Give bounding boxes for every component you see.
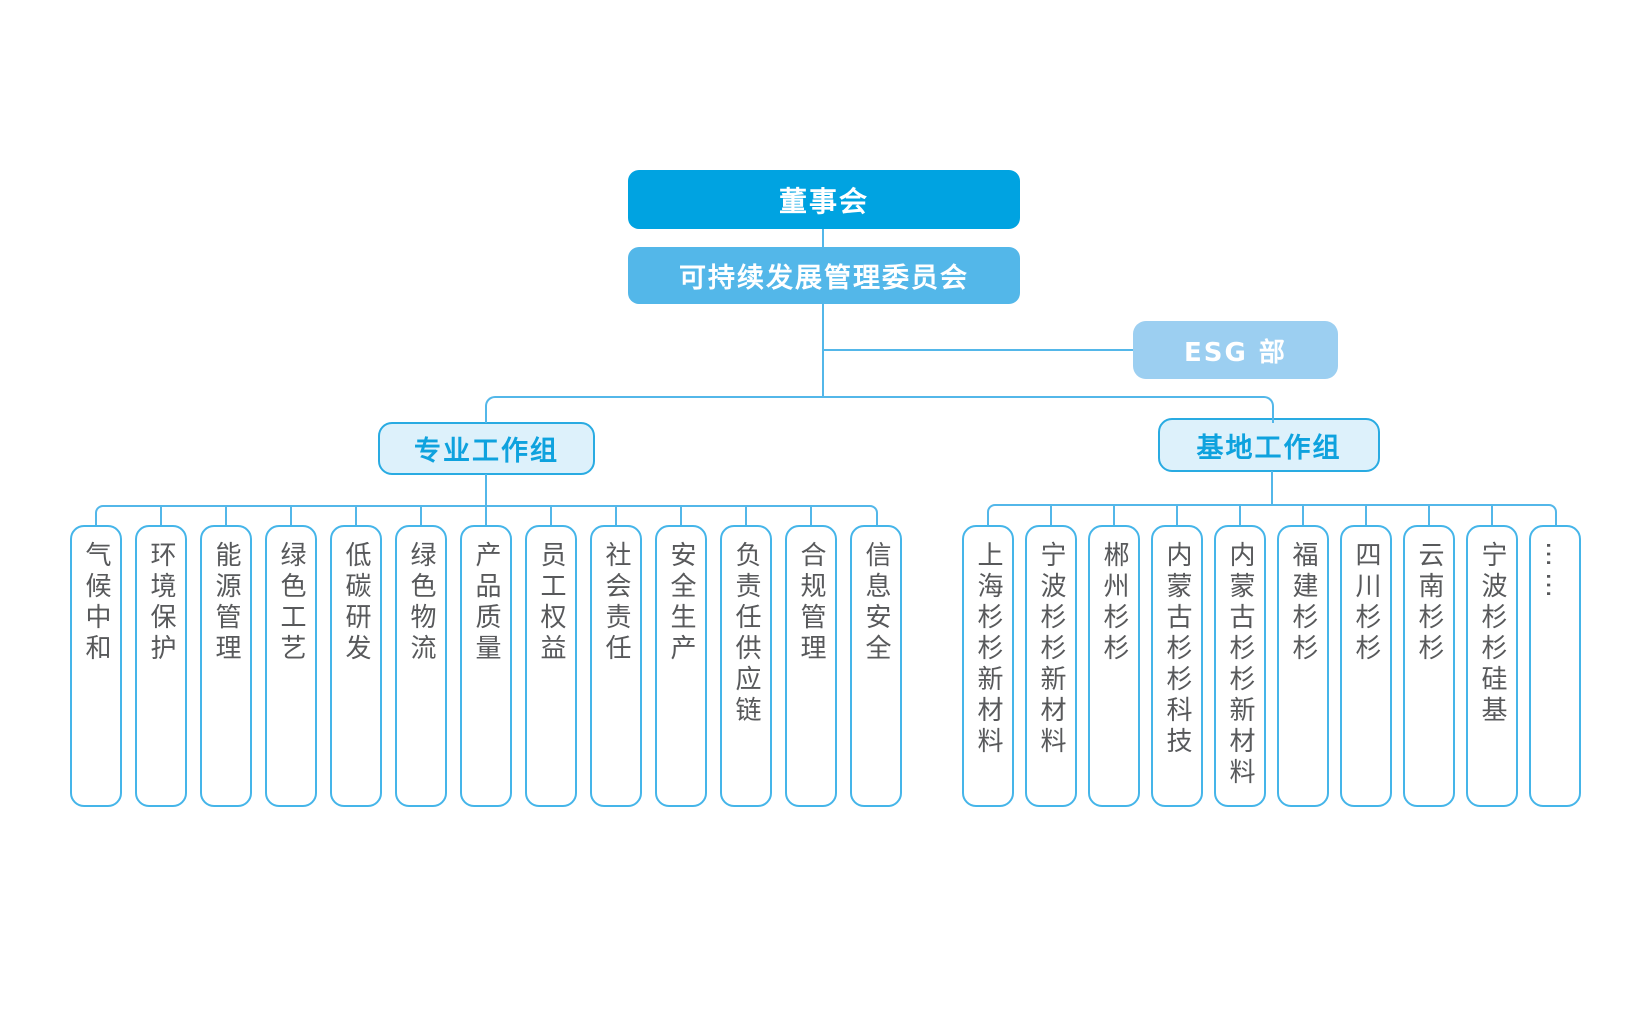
- dept-label: 安全生产: [666, 541, 696, 665]
- dept-column-low-carbon-rd: 低碳研发: [330, 525, 382, 807]
- connector-stub: [1176, 504, 1178, 525]
- base-label: 郴州杉杉: [1099, 541, 1129, 665]
- base-working-group-label: 基地工作组: [1196, 432, 1342, 464]
- connector-stub: [1050, 504, 1052, 525]
- dept-label: 能源管理: [211, 541, 241, 665]
- connector-stub: [1302, 504, 1304, 525]
- dept-label: 环境保护: [146, 541, 176, 665]
- ellipsis-label: ……: [1540, 541, 1570, 603]
- connector-base-stem: [1271, 471, 1273, 505]
- board-of-directors-label: 董事会: [778, 184, 869, 218]
- base-column-neimenggu-technology: 内蒙古杉杉科技: [1151, 525, 1203, 807]
- base-label: 宁波杉杉新材料: [1036, 541, 1066, 758]
- connector-stub: [550, 505, 552, 525]
- dept-label: 信息安全: [861, 541, 891, 665]
- dept-column-green-process: 绿色工艺: [265, 525, 317, 807]
- professional-working-group-label: 专业工作组: [414, 436, 559, 467]
- dept-column-responsible-supply-chain: 负责任供应链: [720, 525, 772, 807]
- dept-label: 合规管理: [796, 541, 826, 665]
- dept-label: 绿色物流: [406, 541, 436, 665]
- connector-stub: [1365, 504, 1367, 525]
- esg-department-label: ESG 部: [1184, 337, 1287, 368]
- connector-stub: [615, 505, 617, 525]
- connector-right-children-bar: [987, 504, 1557, 526]
- dept-label: 产品质量: [471, 541, 501, 665]
- professional-working-group-box: 专业工作组: [378, 422, 595, 475]
- base-label: 内蒙古杉杉新材料: [1225, 541, 1255, 789]
- connector-stub: [160, 505, 162, 525]
- dept-label: 员工权益: [536, 541, 566, 665]
- dept-column-energy-management: 能源管理: [200, 525, 252, 807]
- connector-groups-bar: [485, 396, 1274, 423]
- dept-label: 负责任供应链: [731, 541, 761, 727]
- dept-column-environmental-protection: 环境保护: [135, 525, 187, 807]
- dept-label: 社会责任: [601, 541, 631, 665]
- dept-column-compliance-management: 合规管理: [785, 525, 837, 807]
- dept-column-green-logistics: 绿色物流: [395, 525, 447, 807]
- base-group-columns: 上海杉杉新材料 宁波杉杉新材料 郴州杉杉 内蒙古杉杉科技 内蒙古杉杉新材料 福建…: [962, 525, 1581, 807]
- connector-stub: [1491, 504, 1493, 525]
- dept-column-social-responsibility: 社会责任: [590, 525, 642, 807]
- professional-group-columns: 气候中和 环境保护 能源管理 绿色工艺 低碳研发 绿色物流 产品质量 员工权益 …: [70, 525, 902, 807]
- base-column-neimenggu-new-materials: 内蒙古杉杉新材料: [1214, 525, 1266, 807]
- connector-stub: [1428, 504, 1430, 525]
- sustainability-committee-box: 可持续发展管理委员会: [628, 247, 1020, 304]
- dept-label: 绿色工艺: [276, 541, 306, 665]
- base-label: 福建杉杉: [1288, 541, 1318, 665]
- base-label: 四川杉杉: [1351, 541, 1381, 665]
- base-column-yunnan-shanshan: 云南杉杉: [1403, 525, 1455, 807]
- connector-committee-stem: [822, 304, 824, 398]
- connector-stub: [1113, 504, 1115, 525]
- base-column-ningbo-shanshan: 宁波杉杉新材料: [1025, 525, 1077, 807]
- dept-label: 气候中和: [81, 541, 111, 665]
- dept-column-information-security: 信息安全: [850, 525, 902, 807]
- dept-column-climate-neutrality: 气候中和: [70, 525, 122, 807]
- connector-stub: [290, 505, 292, 525]
- connector-stub: [1239, 504, 1241, 525]
- base-label: 宁波杉杉硅基: [1477, 541, 1507, 727]
- dept-column-employee-rights: 员工权益: [525, 525, 577, 807]
- connector-stub: [485, 505, 487, 525]
- connector-stub: [810, 505, 812, 525]
- base-column-ningbo-silicon: 宁波杉杉硅基: [1466, 525, 1518, 807]
- base-label: 内蒙古杉杉科技: [1162, 541, 1192, 758]
- base-label: 上海杉杉新材料: [973, 541, 1003, 758]
- base-column-shanghai-shanshan: 上海杉杉新材料: [962, 525, 1014, 807]
- base-working-group-box: 基地工作组: [1158, 418, 1380, 472]
- connector-stub: [745, 505, 747, 525]
- connector-stub: [355, 505, 357, 525]
- connector-stub: [225, 505, 227, 525]
- dept-column-product-quality: 产品质量: [460, 525, 512, 807]
- connector-stub: [420, 505, 422, 525]
- base-column-more-ellipsis: ……: [1529, 525, 1581, 807]
- base-label: 云南杉杉: [1414, 541, 1444, 665]
- board-of-directors-box: 董事会: [628, 170, 1020, 229]
- dept-column-production-safety: 安全生产: [655, 525, 707, 807]
- dept-label: 低碳研发: [341, 541, 371, 665]
- base-column-sichuan-shanshan: 四川杉杉: [1340, 525, 1392, 807]
- connector-board-committee: [822, 229, 824, 247]
- base-column-chenzhou-shanshan: 郴州杉杉: [1088, 525, 1140, 807]
- connector-esg-branch: [823, 349, 1133, 351]
- sustainability-committee-label: 可持续发展管理委员会: [679, 263, 969, 294]
- base-column-fujian-shanshan: 福建杉杉: [1277, 525, 1329, 807]
- connector-prof-stem: [485, 474, 487, 506]
- connector-stub: [680, 505, 682, 525]
- esg-department-box: ESG 部: [1133, 321, 1338, 379]
